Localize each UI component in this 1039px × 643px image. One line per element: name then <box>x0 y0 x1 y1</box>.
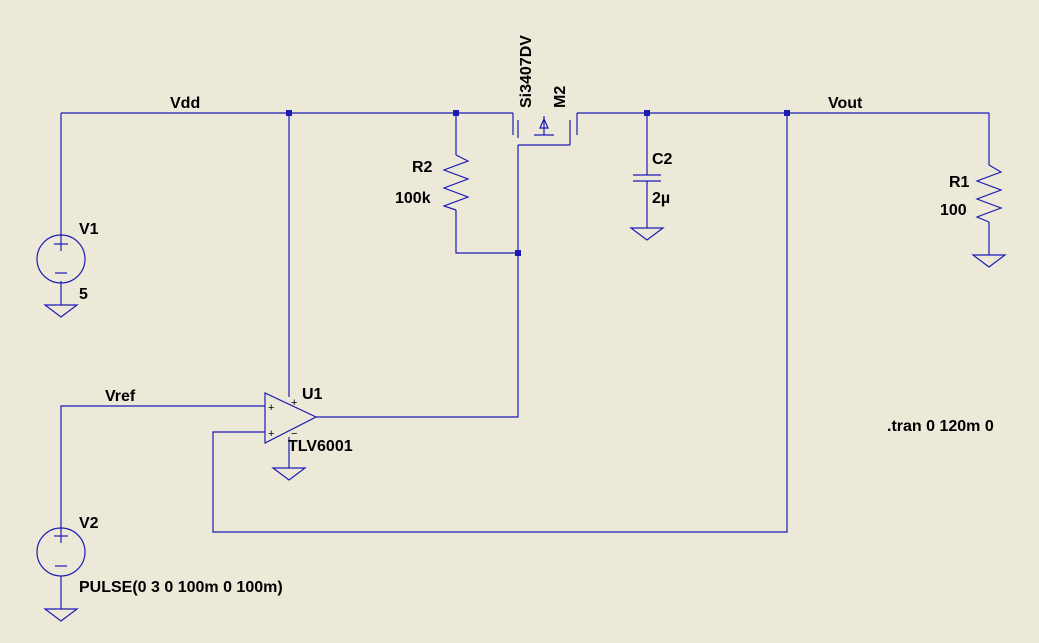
component-model-m2: Si3407DV <box>518 35 535 108</box>
opamp-supply-plus-label: + <box>291 397 297 409</box>
pmos-transistor-m2[interactable] <box>512 113 578 146</box>
component-value-r2: 100k <box>395 190 431 207</box>
component-model-u1: TLV6001 <box>288 438 353 455</box>
component-name-u1: U1 <box>302 386 323 403</box>
component-name-v2: V2 <box>79 515 99 532</box>
ground-symbol <box>43 304 79 318</box>
opamp-supply-minus-label: − <box>291 428 297 440</box>
component-name-m2: M2 <box>552 86 569 108</box>
component-value-v2: PULSE(0 3 0 100m 0 100m) <box>79 579 283 596</box>
ground-symbol <box>271 467 307 481</box>
junctions <box>286 110 790 256</box>
ground-symbol <box>971 254 1007 268</box>
wire-r2-bottom <box>455 210 518 254</box>
opamp-pin-plus-label: + <box>268 402 274 414</box>
component-value-v1: 5 <box>79 286 88 303</box>
wire-gate <box>316 145 519 418</box>
component-name-r1: R1 <box>949 174 970 191</box>
net-label-vref: Vref <box>105 388 136 405</box>
junction-dot <box>515 250 521 256</box>
wire-feedback <box>212 113 788 533</box>
voltage-source-v1[interactable] <box>36 234 86 284</box>
resistor-r1[interactable] <box>975 164 1003 223</box>
wire-vref <box>60 405 265 530</box>
spice-directive[interactable]: .tran 0 120m 0 <box>887 418 994 435</box>
junction-dot <box>453 110 459 116</box>
capacitor-c2[interactable] <box>633 174 661 182</box>
ground-symbol <box>629 227 665 241</box>
junction-dot <box>784 110 790 116</box>
component-name-c2: C2 <box>652 151 673 168</box>
opamp-u1[interactable]: + + + − <box>264 392 318 444</box>
component-name-v1: V1 <box>79 221 99 238</box>
voltage-source-v2[interactable] <box>36 527 86 577</box>
resistor-r2[interactable] <box>442 154 470 211</box>
opamp-pin-plus-label: + <box>268 428 274 440</box>
junction-dot <box>286 110 292 116</box>
junction-dot <box>644 110 650 116</box>
wires <box>60 112 990 609</box>
ground-symbol <box>43 608 79 622</box>
component-value-c2: 2µ <box>652 190 670 207</box>
net-label-vout: Vout <box>828 95 863 112</box>
component-name-r2: R2 <box>412 159 433 176</box>
net-label-vdd: Vdd <box>170 95 200 112</box>
component-value-r1: 100 <box>940 202 967 219</box>
